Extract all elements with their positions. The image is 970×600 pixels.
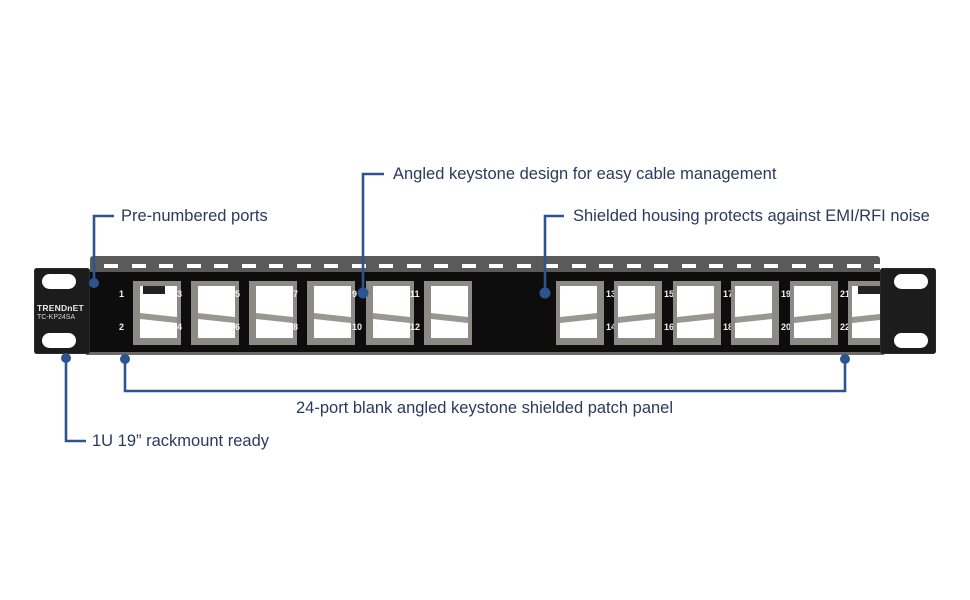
lip-notch bbox=[819, 264, 833, 268]
brand-logo: TRENDnET bbox=[37, 303, 84, 313]
port-number: 19 bbox=[781, 289, 792, 299]
port-number: 17 bbox=[723, 289, 734, 299]
port-number: 10 bbox=[352, 322, 363, 332]
port-number: 22 bbox=[840, 322, 851, 332]
port-latch bbox=[143, 286, 165, 294]
lip-notch bbox=[324, 264, 338, 268]
mounting-hole bbox=[42, 333, 76, 348]
lip-notch bbox=[379, 264, 393, 268]
lip-notch bbox=[241, 264, 256, 268]
lip-notch bbox=[351, 264, 366, 268]
keystone-port[interactable] bbox=[556, 281, 604, 345]
port-opening bbox=[314, 286, 351, 338]
panel-top-lip bbox=[90, 256, 916, 272]
lip-notch bbox=[654, 264, 668, 268]
port-number: 9 bbox=[352, 289, 358, 299]
model-number: TC-KP24SA bbox=[37, 314, 76, 321]
lip-notch bbox=[874, 264, 888, 268]
port-opening bbox=[735, 286, 772, 338]
port-opening bbox=[431, 286, 468, 338]
lip-notch bbox=[901, 264, 916, 268]
port-opening bbox=[140, 286, 177, 338]
lip-notch bbox=[131, 264, 146, 268]
port-opening bbox=[198, 286, 235, 338]
right-rack-ear bbox=[880, 268, 936, 354]
port-number: 5 bbox=[235, 289, 241, 299]
port-number: 7 bbox=[293, 289, 299, 299]
port-opening bbox=[373, 286, 410, 338]
keystone-port[interactable] bbox=[133, 281, 181, 345]
lip-notch bbox=[406, 264, 421, 268]
lip-notch bbox=[599, 264, 613, 268]
callout-pre-numbered-ports: Pre-numbered ports bbox=[121, 207, 268, 225]
port-number: 1 bbox=[119, 289, 125, 299]
keystone-port[interactable] bbox=[673, 281, 721, 345]
mounting-hole bbox=[894, 333, 928, 348]
port-number: 3 bbox=[177, 289, 183, 299]
keystone-port[interactable] bbox=[307, 281, 355, 345]
port-opening bbox=[560, 286, 597, 338]
panel-face: 123456789101112131415161718192021222324 bbox=[86, 272, 908, 355]
patch-panel: 123456789101112131415161718192021222324 … bbox=[34, 256, 936, 356]
mounting-hole bbox=[894, 274, 928, 289]
keystone-port[interactable] bbox=[249, 281, 297, 345]
lip-notch bbox=[846, 264, 861, 268]
lip-notch bbox=[461, 264, 476, 268]
port-number: 16 bbox=[664, 322, 675, 332]
port-number: 12 bbox=[410, 322, 421, 332]
left-rack-ear: TRENDnET TC-KP24SA bbox=[34, 268, 90, 354]
callout-angled-keystone: Angled keystone design for easy cable ma… bbox=[393, 165, 777, 183]
mounting-hole bbox=[42, 274, 76, 289]
port-number: 14 bbox=[606, 322, 617, 332]
callout-shielded-housing: Shielded housing protects against EMI/RF… bbox=[573, 207, 930, 225]
lip-notch bbox=[269, 264, 283, 268]
keystone-port[interactable] bbox=[191, 281, 239, 345]
port-number: 18 bbox=[723, 322, 734, 332]
keystone-port[interactable] bbox=[790, 281, 838, 345]
port-number: 4 bbox=[177, 322, 183, 332]
lip-notch bbox=[571, 264, 586, 268]
port-opening bbox=[677, 286, 714, 338]
port-number: 15 bbox=[664, 289, 675, 299]
port-opening bbox=[794, 286, 831, 338]
leader-rackmount bbox=[64, 358, 86, 443]
lip-notch bbox=[186, 264, 201, 268]
lip-notch bbox=[516, 264, 531, 268]
lip-notch bbox=[159, 264, 173, 268]
lip-notch bbox=[434, 264, 448, 268]
port-number: 13 bbox=[606, 289, 617, 299]
port-latch bbox=[858, 286, 880, 294]
keystone-port[interactable] bbox=[424, 281, 472, 345]
callout-rackmount: 1U 19” rackmount ready bbox=[92, 432, 269, 450]
port-number: 8 bbox=[293, 322, 299, 332]
keystone-port[interactable] bbox=[366, 281, 414, 345]
port-number: 20 bbox=[781, 322, 792, 332]
lip-notch bbox=[104, 264, 118, 268]
lip-notch bbox=[489, 264, 503, 268]
lip-notch bbox=[681, 264, 696, 268]
port-opening bbox=[256, 286, 293, 338]
port-number: 11 bbox=[410, 289, 420, 299]
panel-bottom-edge bbox=[86, 352, 884, 355]
lip-notch bbox=[214, 264, 228, 268]
keystone-port[interactable] bbox=[731, 281, 779, 345]
port-number: 21 bbox=[840, 289, 851, 299]
lip-notch bbox=[736, 264, 751, 268]
lip-notch bbox=[764, 264, 778, 268]
keystone-port[interactable] bbox=[614, 281, 662, 345]
port-number: 2 bbox=[119, 322, 125, 332]
leader-blank-panel bbox=[123, 360, 847, 393]
port-number: 6 bbox=[235, 322, 241, 332]
lip-notch bbox=[791, 264, 806, 268]
lip-notch bbox=[709, 264, 723, 268]
port-opening bbox=[618, 286, 655, 338]
lip-notch bbox=[296, 264, 311, 268]
lip-notch bbox=[544, 264, 558, 268]
lip-notch bbox=[626, 264, 641, 268]
callout-blank-panel: 24-port blank angled keystone shielded p… bbox=[296, 399, 674, 417]
